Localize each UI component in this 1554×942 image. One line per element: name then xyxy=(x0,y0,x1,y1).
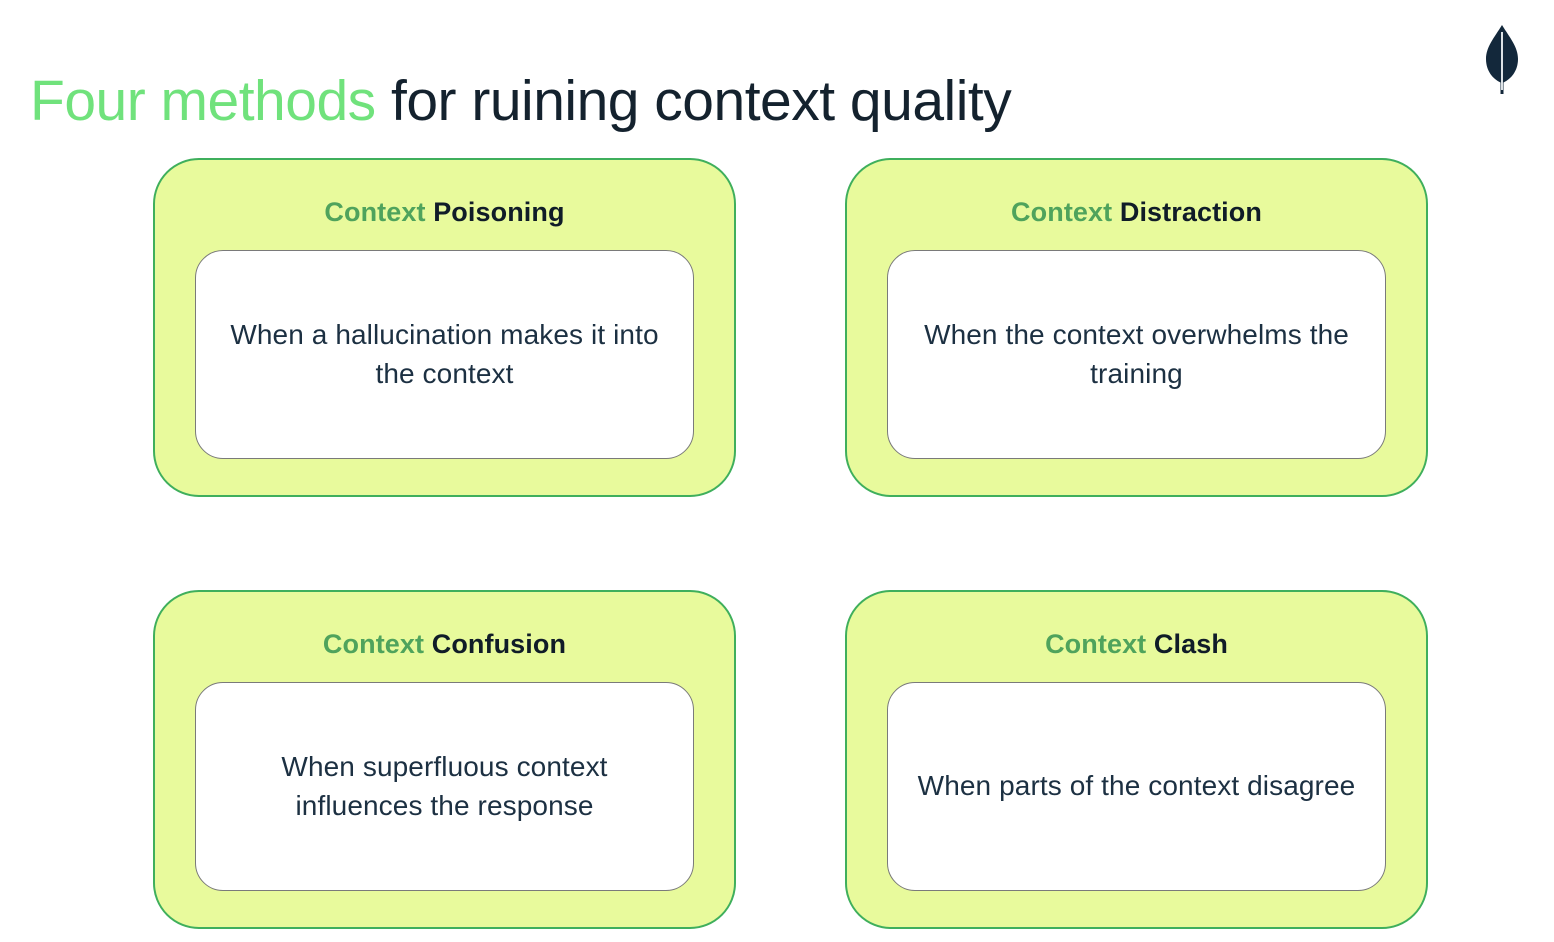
card-description-text: When superfluous context influences the … xyxy=(281,751,608,821)
method-card-context-confusion: Context Confusion When superfluous conte… xyxy=(153,590,736,929)
card-heading: Context Confusion xyxy=(323,628,566,660)
card-heading-term: Clash xyxy=(1153,629,1228,659)
page-title: Four methods for ruining context quality xyxy=(30,69,1012,134)
card-heading: Context Distraction xyxy=(1011,196,1262,228)
card-heading: Context Poisoning xyxy=(324,196,564,228)
page-title-rest: for ruining context quality xyxy=(375,69,1012,134)
card-heading-keyword: Context xyxy=(324,197,426,227)
page-title-accent: Four methods xyxy=(30,69,376,134)
method-card-context-clash: Context Clash When parts of the context … xyxy=(845,590,1428,929)
method-card-context-poisoning: Context Poisoning When a hallucination m… xyxy=(153,158,736,497)
mongodb-leaf-icon xyxy=(1486,25,1518,94)
card-description-text: When a hallucination makes it into the c… xyxy=(230,319,659,389)
card-description-box: When a hallucination makes it into the c… xyxy=(195,250,694,459)
card-heading-keyword: Context xyxy=(322,629,425,659)
method-card-grid: Context Poisoning When a hallucination m… xyxy=(153,158,1428,929)
card-heading-keyword: Context xyxy=(1045,629,1147,659)
card-description-text: When the context overwhelms the training xyxy=(924,319,1349,389)
card-heading-keyword: Context xyxy=(1011,197,1113,227)
card-description-box: When parts of the context disagree xyxy=(887,682,1386,891)
card-description-box: When superfluous context influences the … xyxy=(195,682,694,891)
card-description-text: When parts of the context disagree xyxy=(917,770,1356,802)
card-heading: Context Clash xyxy=(1045,628,1228,660)
card-description-box: When the context overwhelms the training xyxy=(887,250,1386,459)
card-heading-term: Distraction xyxy=(1119,197,1262,227)
card-heading-term: Poisoning xyxy=(433,197,565,227)
card-heading-term: Confusion xyxy=(431,629,567,659)
method-card-context-distraction: Context Distraction When the context ove… xyxy=(845,158,1428,497)
